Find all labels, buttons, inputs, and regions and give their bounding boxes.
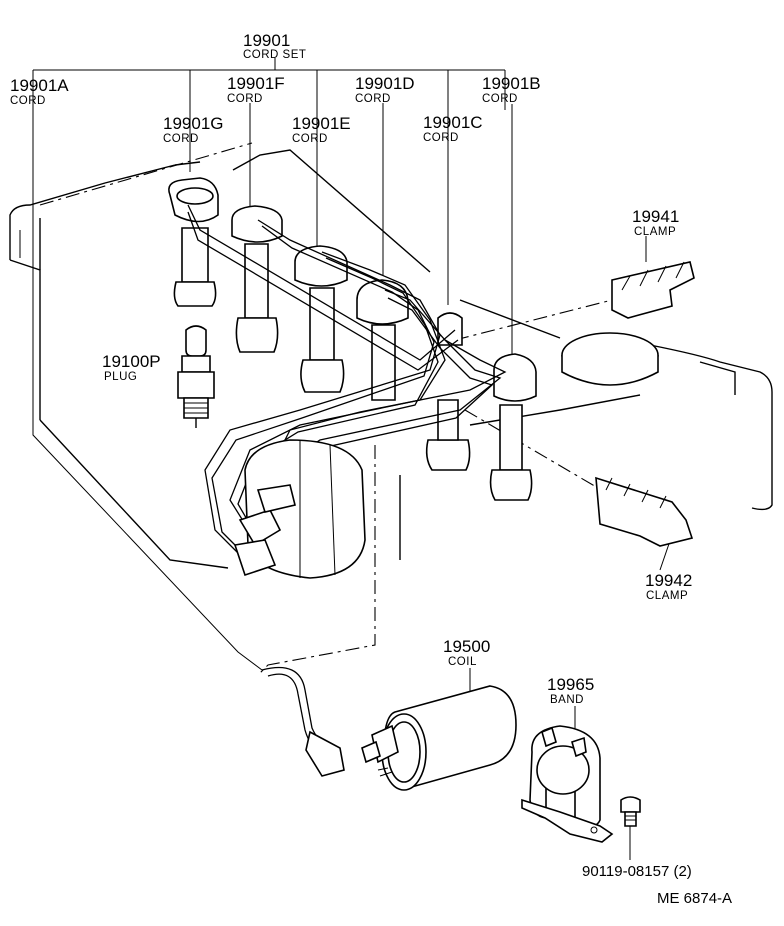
label-cord-d: 19901D CORD	[355, 74, 415, 105]
leader-lines	[32, 58, 673, 860]
part-name: CORD	[423, 132, 459, 144]
part-number: 90119-08157 (2)	[582, 863, 692, 880]
part-number: 19901C	[423, 113, 483, 132]
part-number: 19901A	[10, 76, 69, 95]
plug-boot-2	[231, 205, 283, 353]
clamp-19942	[595, 476, 694, 547]
part-name: COIL	[448, 656, 477, 668]
label-cord-f: 19901F CORD	[227, 74, 285, 105]
oil-filler-cap	[561, 332, 659, 386]
reference-lines	[39, 142, 613, 676]
part-number: 19901F	[227, 74, 285, 93]
label-cord-c: 19901C CORD	[423, 113, 483, 144]
label-cord-e: 19901E CORD	[292, 114, 351, 145]
label-clamp-19942: 19942 CLAMP	[645, 571, 692, 602]
part-name: CLAMP	[646, 590, 688, 602]
part-number: 19901D	[355, 74, 415, 93]
part-number: 19901	[243, 31, 290, 50]
part-name: CORD	[10, 95, 46, 107]
part-name: BAND	[550, 694, 584, 706]
part-number: 19901G	[163, 114, 224, 133]
coil-band	[521, 725, 614, 843]
part-name: CORD	[227, 93, 263, 105]
plug-boot-4	[356, 279, 409, 401]
part-number: 19901B	[482, 74, 541, 93]
part-name: CORD	[482, 93, 518, 105]
distributor-cap	[233, 439, 366, 579]
label-clamp-19941: 19941 CLAMP	[632, 207, 679, 238]
part-number: 19965	[547, 675, 594, 694]
part-number: 19500	[443, 637, 490, 656]
label-bolt: 90119-08157 (2)	[582, 863, 692, 880]
part-name: CORD SET	[243, 49, 306, 61]
bolt	[620, 796, 641, 827]
label-plug: 19100P PLUG	[102, 352, 161, 383]
ignition-coil	[361, 685, 517, 791]
part-name: PLUG	[104, 371, 137, 383]
part-number: 19941	[632, 207, 679, 226]
part-name: CORD	[163, 133, 199, 145]
part-name: CORD	[355, 93, 391, 105]
plug-boot-1	[168, 177, 219, 307]
clamp-19941	[611, 261, 695, 319]
plug-boot-3	[294, 245, 348, 393]
part-number: 19901E	[292, 114, 351, 133]
label-cord-a: 19901A CORD	[10, 76, 69, 107]
label-cord-g: 19901G CORD	[163, 114, 224, 145]
figure-code: ME 6874-A	[657, 890, 732, 907]
label-band: 19965 BAND	[547, 675, 594, 706]
part-name: CLAMP	[634, 226, 676, 238]
label-cord-set: 19901 CORD SET	[243, 31, 306, 61]
plug-boot-6	[489, 353, 537, 501]
part-number: 19100P	[102, 352, 161, 371]
label-coil: 19500 COIL	[443, 637, 490, 668]
label-cord-b: 19901B CORD	[482, 74, 541, 105]
spark-plug	[177, 325, 215, 428]
coil-cord-end	[261, 666, 345, 777]
part-number: 19942	[645, 571, 692, 590]
part-name: CORD	[292, 133, 328, 145]
